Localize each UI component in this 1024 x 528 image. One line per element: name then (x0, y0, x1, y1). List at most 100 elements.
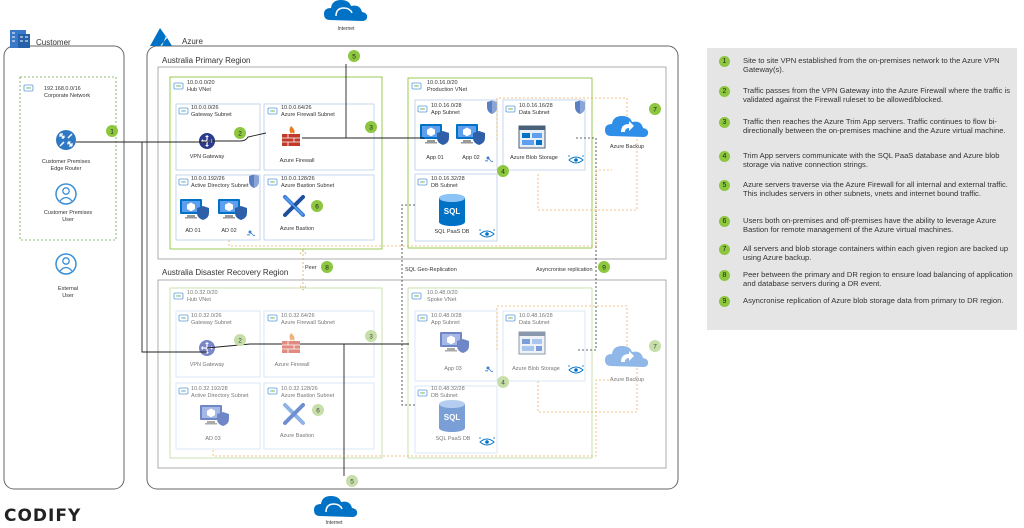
legend-text: Site to site VPN established from the on… (743, 56, 1000, 75)
step-marker-4-dr: 4 (497, 376, 509, 388)
shield-icon (487, 100, 497, 114)
dr-bastion-subnet (263, 382, 375, 450)
primary-gateway-subnet (175, 103, 261, 171)
peer-link (299, 249, 307, 291)
primary-production-vnet (407, 77, 593, 249)
dr-db-subnet-name: DB Subnet (431, 393, 458, 399)
corporate-network-box (19, 76, 117, 241)
primary-bastion-subnet-cidr: 10.0.0.128/26 (281, 176, 315, 182)
svg-text:2: 2 (238, 131, 242, 138)
step-marker-2: 2 (234, 127, 246, 139)
step-marker-9: 9 (598, 261, 610, 273)
step-marker-5: 5 (348, 50, 360, 62)
legend-number: 4 (719, 151, 730, 162)
vm-icon (456, 124, 485, 145)
link-labels: Peer SQL Geo-Replication Asyncronise rep… (305, 265, 593, 273)
dr-sql-label: SQL PaaS DB (436, 436, 471, 442)
dr-fw-subnet-cidr: 10.0.32.64/26 (281, 313, 315, 319)
customer-building-icon (10, 30, 30, 48)
primary-bastion-label: Azure Bastion (280, 226, 314, 232)
dr-db-subnet-cidr: 10.0.48.32/28 (431, 386, 465, 392)
edge-router-label-2: Edge Router (51, 166, 82, 172)
primary-ad-subnet-name: Active Directory Subnet (191, 183, 249, 189)
azure-boundary (146, 45, 679, 490)
premises-user-label-2: User (62, 217, 74, 223)
corp-cidr: 192.168.0.0/16 (44, 86, 81, 92)
async-replication-link (576, 137, 597, 351)
subnet-icon (417, 105, 428, 113)
keys-icon (484, 156, 494, 163)
corp-name: Corporate Network (44, 93, 90, 99)
vm-icon (180, 199, 209, 220)
sql-geo-link (401, 204, 415, 406)
dr-data-subnet-name: Data Subnet (519, 320, 550, 326)
keys-icon (484, 366, 494, 373)
dr-data-subnet (502, 310, 586, 382)
primary-hub-name: Hub VNet (187, 87, 211, 93)
legend-number: 3 (719, 117, 730, 128)
step-marker-5-dr: 5 (346, 475, 358, 487)
primary-app01-label: App 01 (426, 155, 443, 161)
dr-bastion-subnet-cidr: 10.0.32.128/26 (281, 386, 318, 392)
dr-spoke-vnet (407, 287, 593, 459)
endpoint-icon (568, 154, 584, 164)
primary-data-subnet-cidr: 10.0.16.16/28 (519, 103, 553, 109)
dr-app03-label: App 03 (444, 366, 461, 372)
legend-number: 1 (719, 56, 730, 67)
legend-number: 7 (719, 244, 730, 255)
async-label: Asyncronise replication (536, 267, 593, 273)
primary-db-subnet (414, 173, 498, 242)
svg-text:3: 3 (369, 125, 373, 132)
external-user-label-1: External (58, 286, 78, 292)
subnet-icon (267, 314, 278, 322)
primary-firewall-subnet (263, 103, 375, 171)
dr-hub-cidr: 10.0.32.0/20 (187, 290, 218, 296)
legend-text: Traffic passes from the VPN Gateway into… (743, 86, 1011, 105)
azure-title: Azure (182, 37, 203, 46)
primary-app-subnet-cidr: 10.0.16.0/28 (431, 103, 462, 109)
step-marker-2-dr: 2 (234, 334, 246, 346)
external-user-label-2: User (62, 293, 74, 299)
primary-vpn-gateway-label: VPN Gateway (190, 154, 225, 160)
dr-bastion-subnet-name: Azure Bastion Subnet (281, 393, 335, 399)
dr-gw-subnet-name: Gateway Subnet (191, 320, 232, 326)
subnet-icon (178, 178, 189, 186)
sql-text-icon: SQL (444, 413, 461, 422)
primary-prod-name: Production VNet (427, 87, 468, 93)
step-markers: 1 2 3 4 5 6 7 8 9 2 3 4 5 6 7 (106, 50, 661, 487)
subnet-icon (178, 107, 189, 115)
svg-text:4: 4 (501, 169, 505, 176)
peer-label: Peer (305, 265, 317, 271)
step-marker-6: 6 (311, 200, 323, 212)
subnet-icon (417, 178, 428, 186)
dr-db-subnet (414, 385, 498, 454)
legend-number: 2 (719, 86, 730, 97)
keys-icon (246, 230, 256, 237)
primary-sql-label: SQL PaaS DB (435, 229, 470, 235)
backup-links (212, 97, 638, 457)
external-user-icon (55, 253, 77, 275)
edge-router-icon (55, 129, 77, 151)
bastion-icon (283, 403, 305, 425)
legend-text: Trim App servers communicate with the SQ… (743, 151, 1000, 170)
codify-logo: CODIFY (4, 506, 82, 526)
step-marker-1: 1 (106, 125, 118, 137)
primary-gw-subnet-name: Gateway Subnet (191, 112, 232, 118)
primary-data-subnet-name: Data Subnet (519, 110, 550, 116)
premises-user-label-1: Customer Premises (44, 210, 93, 216)
endpoint-icon (479, 228, 495, 238)
svg-text:7: 7 (653, 344, 657, 351)
vnet-icon (411, 292, 422, 300)
endpoint-icon (568, 364, 584, 374)
subnet-icon (267, 178, 278, 186)
dr-vpn-gateway-label: VPN Gateway (190, 362, 225, 368)
dr-hub-vnet (169, 287, 383, 459)
svg-text:9: 9 (602, 265, 606, 272)
svg-text:1: 1 (110, 129, 114, 136)
svg-text:3: 3 (369, 334, 373, 341)
primary-ad-subnet (175, 174, 261, 241)
firewall-icon (281, 125, 301, 147)
svg-text:6: 6 (316, 408, 320, 415)
legend-number: 6 (719, 216, 730, 227)
internet-bottom-icon (313, 495, 358, 518)
